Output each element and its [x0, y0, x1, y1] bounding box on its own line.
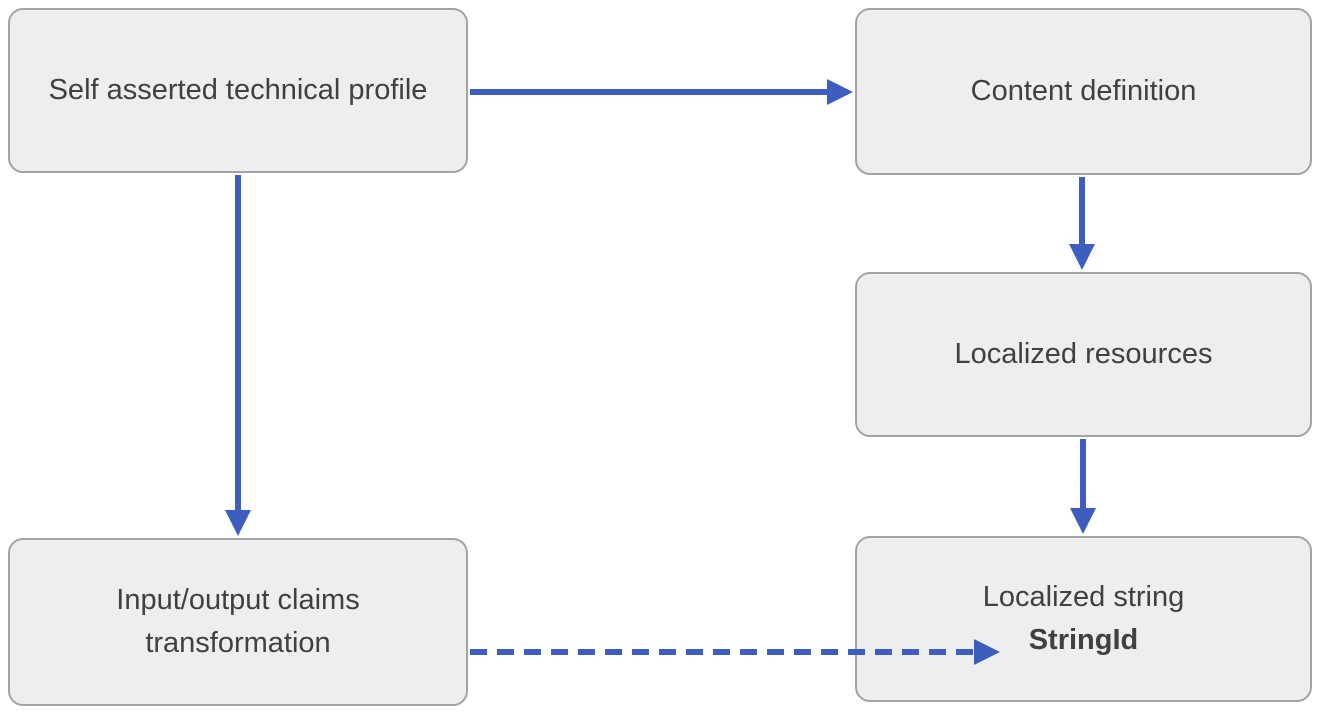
node-localized-string: Localized string StringId	[855, 536, 1312, 702]
node-self-asserted-technical-profile: Self asserted technical profile	[8, 8, 468, 173]
string-id-label: StringId	[1028, 624, 1139, 656]
node-label: Input/output claims transformation	[116, 583, 360, 660]
node-label: Self asserted technical profile	[48, 73, 428, 106]
node-content-definition: Content definition	[855, 8, 1312, 175]
node-label-group: Localized string StringId	[983, 576, 1185, 663]
arrow-self-asserted-to-content-definition	[470, 79, 853, 105]
arrow-localized-resources-to-localized-string	[1070, 439, 1096, 534]
node-localized-resources: Localized resources	[855, 272, 1312, 437]
node-label: Content definition	[970, 74, 1197, 107]
node-label: Localized string	[982, 580, 1185, 613]
node-input-output-claims-transformation: Input/output claims transformation	[8, 538, 468, 706]
arrow-content-definition-to-localized-resources	[1069, 177, 1095, 270]
arrow-self-asserted-to-claims-transformation	[225, 175, 251, 536]
node-label: Localized resources	[954, 337, 1213, 370]
